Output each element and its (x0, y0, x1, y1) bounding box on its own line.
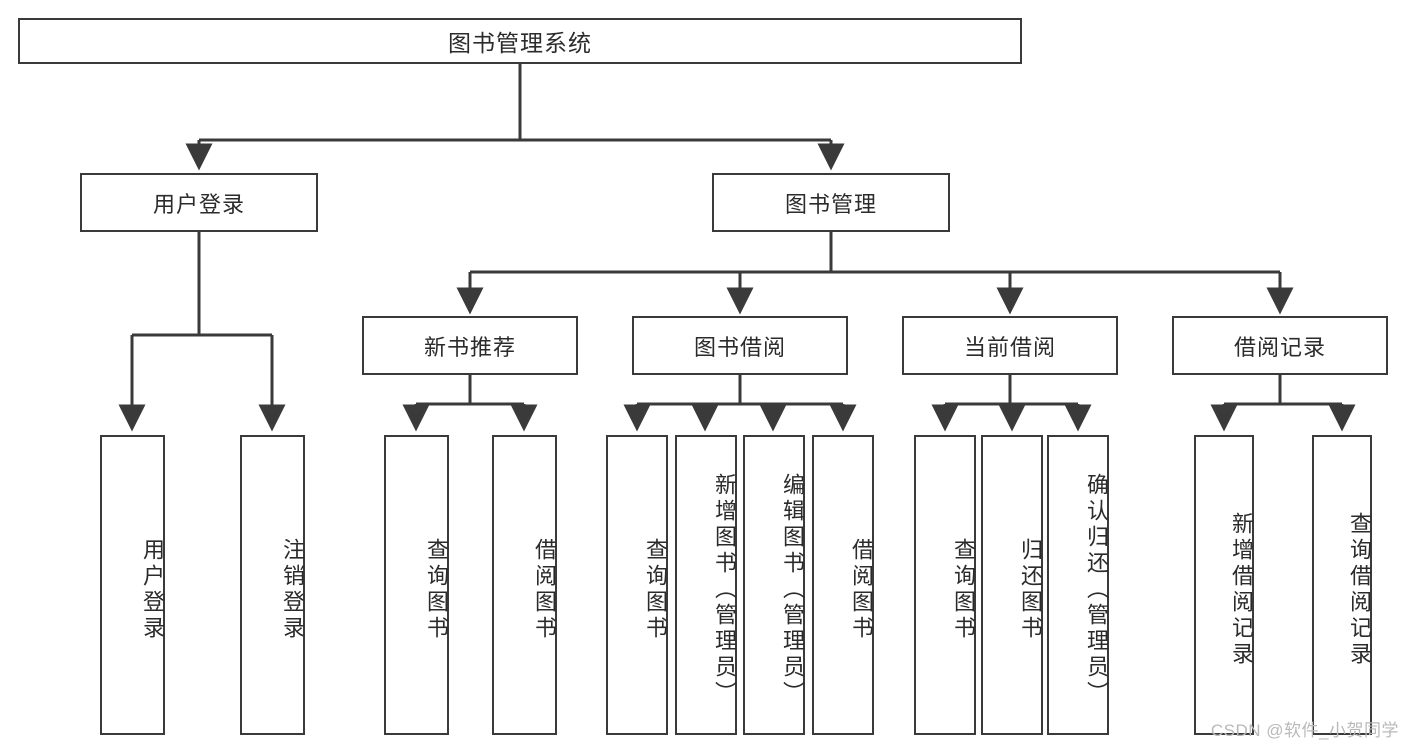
leaf-borrow-record-2-label: 查询借阅记录 (1347, 512, 1372, 668)
leaf-borrow-record-1-label: 新增借阅记录 (1229, 512, 1254, 668)
leaf-current-borrow-3-label: 确认归还（管理员） (1084, 473, 1109, 707)
leaf-current-borrow-3[interactable]: 确认归还（管理员） (1047, 435, 1109, 735)
leaf-book-borrow-1-label: 查询图书 (643, 538, 668, 642)
leaf-book-borrow-2[interactable]: 新增图书（管理员） (675, 435, 737, 735)
leaf-user-login-1-label: 用户登录 (140, 538, 165, 642)
leaf-book-borrow-3-label: 编辑图书（管理员） (780, 473, 805, 707)
leaf-borrow-record-2[interactable]: 查询借阅记录 (1312, 435, 1372, 735)
leaf-book-borrow-4-label: 借阅图书 (849, 538, 874, 642)
leaf-book-borrow-3[interactable]: 编辑图书（管理员） (743, 435, 805, 735)
leaf-borrow-record-1[interactable]: 新增借阅记录 (1194, 435, 1254, 735)
leaf-new-book-rec-2-label: 借阅图书 (532, 538, 557, 642)
node-book-borrow[interactable]: 图书借阅 (632, 316, 848, 375)
node-book-manage-label: 图书管理 (784, 191, 877, 217)
node-root-system[interactable]: 图书管理系统 (18, 18, 1022, 64)
node-user-login-label: 用户登录 (152, 191, 245, 217)
node-current-borrow[interactable]: 当前借阅 (902, 316, 1118, 375)
node-current-borrow-label: 当前借阅 (963, 334, 1056, 360)
leaf-user-login-2[interactable]: 注销登录 (240, 435, 305, 735)
leaf-new-book-rec-1-label: 查询图书 (424, 538, 449, 642)
leaf-current-borrow-2[interactable]: 归还图书 (981, 435, 1043, 735)
leaf-book-borrow-1[interactable]: 查询图书 (606, 435, 668, 735)
leaf-book-borrow-4[interactable]: 借阅图书 (812, 435, 874, 735)
node-borrow-record-label: 借阅记录 (1233, 334, 1326, 360)
leaf-user-login-2-label: 注销登录 (280, 538, 305, 642)
leaf-new-book-rec-2[interactable]: 借阅图书 (492, 435, 557, 735)
leaf-current-borrow-1-label: 查询图书 (951, 538, 976, 642)
node-new-book-recommend[interactable]: 新书推荐 (362, 316, 578, 375)
node-borrow-record[interactable]: 借阅记录 (1172, 316, 1388, 375)
leaf-current-borrow-2-label: 归还图书 (1018, 538, 1043, 642)
leaf-book-borrow-2-label: 新增图书（管理员） (712, 473, 737, 707)
node-book-manage[interactable]: 图书管理 (712, 173, 950, 232)
leaf-current-borrow-1[interactable]: 查询图书 (914, 435, 976, 735)
node-book-borrow-label: 图书借阅 (693, 334, 786, 360)
node-root-system-label: 图书管理系统 (448, 30, 592, 56)
node-new-book-recommend-label: 新书推荐 (423, 334, 516, 360)
node-user-login[interactable]: 用户登录 (80, 173, 318, 232)
leaf-user-login-1[interactable]: 用户登录 (100, 435, 165, 735)
leaf-new-book-rec-1[interactable]: 查询图书 (384, 435, 449, 735)
